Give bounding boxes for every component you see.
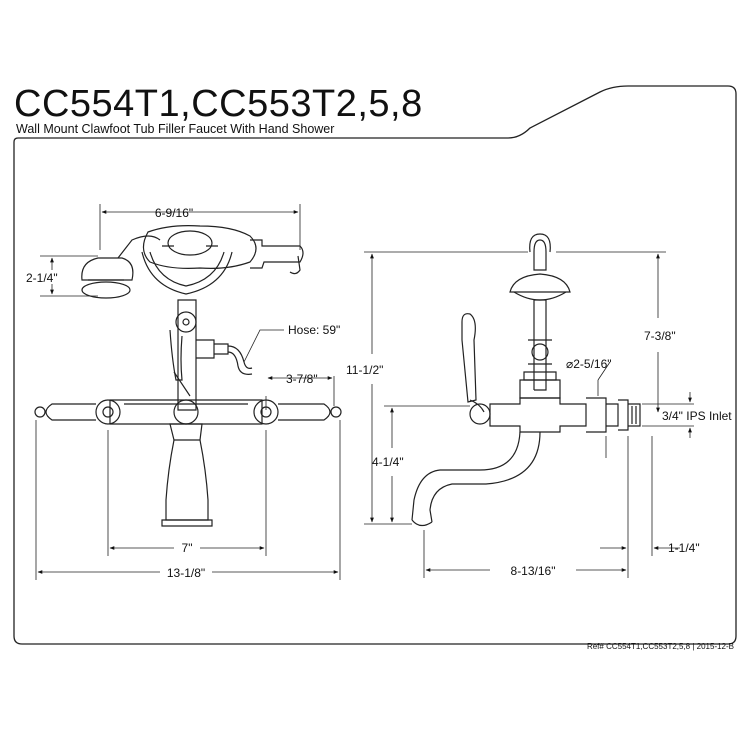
side-dimensions (364, 251, 694, 578)
dim-handle-offset: 3-7/8" (286, 372, 318, 386)
dim-overall-width: 13-1/8" (167, 566, 205, 580)
reference-number: Ref# CC554T1,CC553T2,5,8 | 2015-12-B (587, 642, 734, 651)
dim-center-spacing: 7" (182, 541, 193, 555)
page-subtitle: Wall Mount Clawfoot Tub Filler Faucet Wi… (16, 122, 335, 136)
dim-handshower-width: 6-9/16" (155, 206, 193, 220)
dim-overall-height: 11-1/2" (346, 363, 383, 377)
dim-spout-reach: 8-13/16" (511, 564, 556, 578)
dim-flange-diameter: ⌀2-5/16" (566, 357, 612, 371)
dim-wall-offset: 1-1/4" (668, 541, 700, 555)
dim-hose-length: Hose: 59" (288, 323, 340, 337)
dim-inlet: 3/4" IPS Inlet (662, 409, 732, 423)
front-view (34, 225, 342, 527)
dim-spout-height: 4-1/4" (372, 455, 404, 469)
page-title: CC554T1,CC553T2,5,8 (14, 83, 423, 125)
dim-upper-height: 7-3/8" (644, 329, 676, 343)
front-dimensions (35, 204, 341, 580)
side-view (411, 233, 641, 527)
folder-frame (13, 85, 737, 645)
dim-handshower-height: 2-1/4" (26, 271, 58, 285)
